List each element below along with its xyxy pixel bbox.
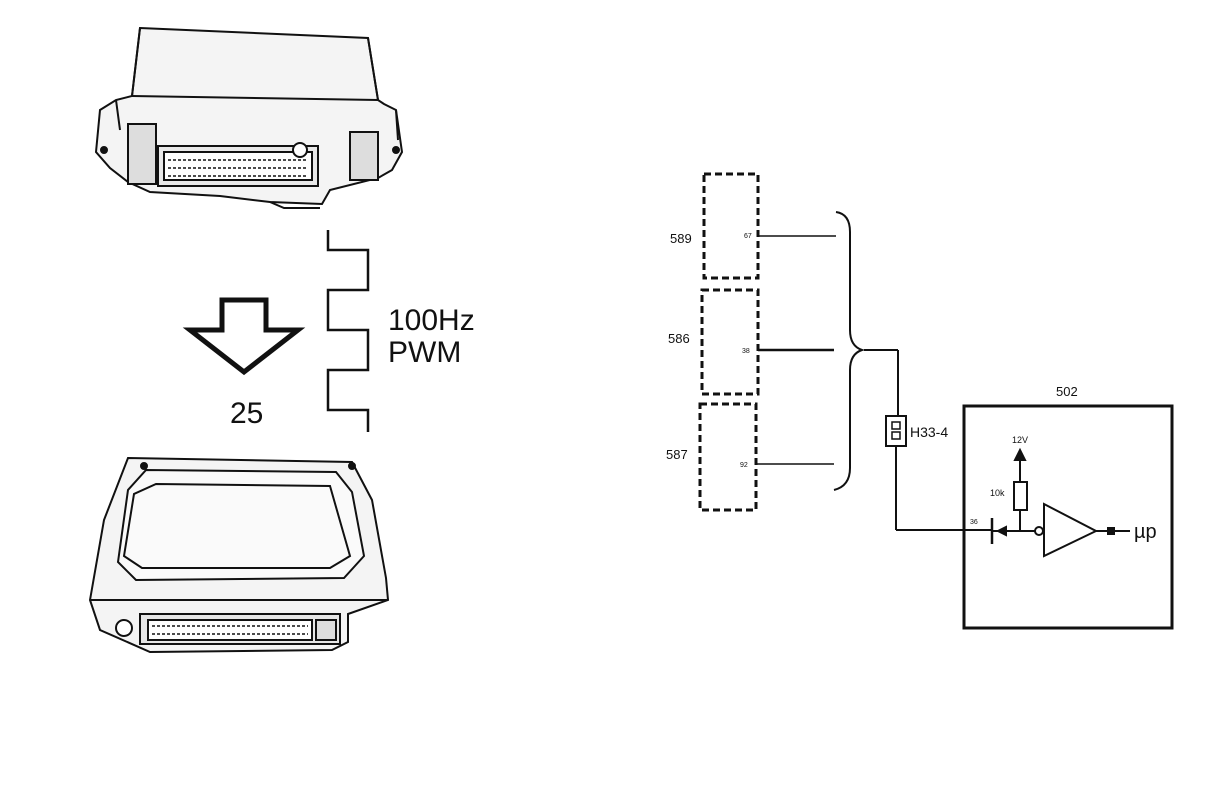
svg-text:67: 67	[744, 233, 752, 240]
module-587: 587 92	[666, 402, 758, 512]
control-unit-bottom-illustration	[88, 456, 390, 654]
control-unit-top-illustration	[94, 26, 404, 209]
pwm-type-label: PWM	[388, 336, 461, 369]
connector-h33-4: H33-4	[885, 415, 948, 447]
pwm-square-wave	[326, 230, 370, 432]
module-586: 586 38	[668, 288, 760, 396]
module-wires	[756, 235, 836, 465]
supply-voltage-label: 12V	[1012, 435, 1028, 445]
input-circuit	[990, 447, 1130, 558]
svg-text:587: 587	[666, 447, 688, 462]
svg-text:586: 586	[668, 331, 690, 346]
signal-wire	[864, 349, 992, 531]
pwm-frequency-label: 100Hz	[388, 304, 475, 337]
down-arrow-icon	[182, 297, 306, 376]
wire-group-brace	[833, 211, 866, 491]
module-589: 589 67	[670, 172, 760, 280]
svg-text:H33-4: H33-4	[910, 424, 948, 440]
svg-text:502: 502	[1056, 384, 1078, 399]
svg-text:36: 36	[970, 519, 978, 526]
microprocessor-label: µp	[1134, 521, 1157, 543]
ecu-502: 502 36	[962, 384, 1174, 630]
arrow-label: 25	[230, 397, 263, 430]
resistor-label: 10k	[990, 488, 1005, 498]
svg-text:589: 589	[670, 231, 692, 246]
svg-text:92: 92	[740, 462, 748, 469]
svg-text:38: 38	[742, 348, 750, 355]
